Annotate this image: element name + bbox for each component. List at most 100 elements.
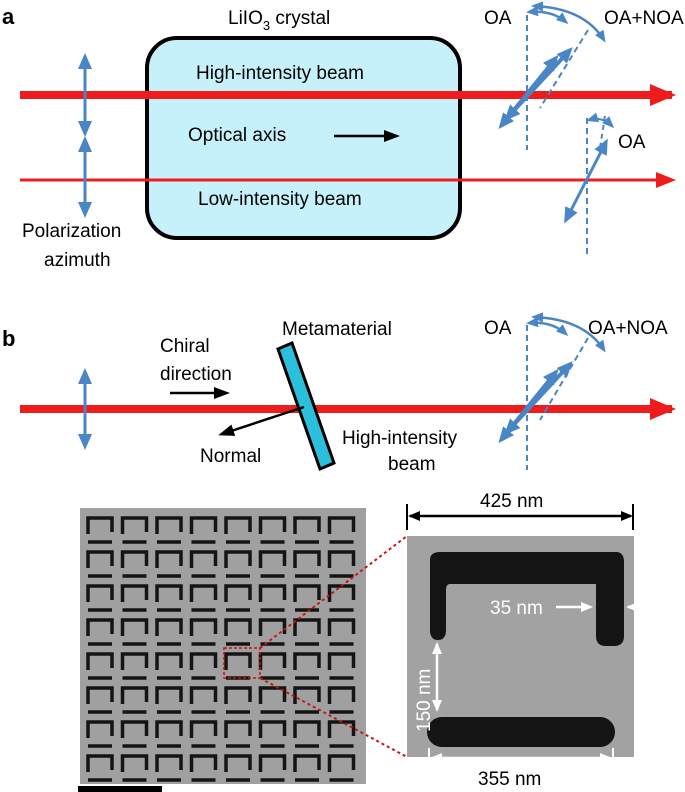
sem-u-structure: [86, 652, 114, 670]
normal-label: Normal: [200, 446, 261, 467]
sem-u-structure: [155, 584, 183, 602]
sem-u-structure: [293, 720, 321, 738]
sem-u-structure: [189, 618, 218, 636]
oa-label-top: OA: [484, 8, 512, 29]
sem-u-structure: [189, 516, 218, 534]
sem-u-structure: [155, 516, 183, 534]
sem-u-structure: [86, 686, 114, 704]
sem-u-structure: [120, 652, 149, 670]
sem-u-structure: [120, 516, 149, 534]
sem-u-structure: [327, 618, 356, 636]
sem-u-structure: [258, 754, 287, 772]
sem-u-structure: [120, 754, 149, 772]
sem-zoom-bottom-bar: [427, 717, 615, 747]
sem-u-structure: [189, 652, 218, 670]
rotation-arc-bottom: [586, 112, 615, 129]
sem-u-structure: [327, 550, 356, 568]
high-intensity-label-b2: beam: [388, 454, 436, 475]
rotation-arc-oa: [526, 6, 569, 24]
sem-u-structure: [86, 516, 114, 534]
sem-u-structure: [258, 686, 287, 704]
sem-u-structure: [224, 686, 252, 704]
sem-u-structure: [293, 686, 321, 704]
sem-u-structure: [120, 686, 149, 704]
normal-arrow: [218, 405, 305, 436]
sem-u-structure: [258, 720, 287, 738]
sem-u-structure: [189, 550, 218, 568]
sem-u-structure: [120, 720, 149, 738]
metamaterial-label: Metamaterial: [282, 319, 392, 340]
sem-array-grid: [86, 516, 356, 782]
output-polarization-b-2: [504, 361, 573, 435]
sem-u-structure: [327, 686, 356, 704]
sem-u-structure: [86, 754, 114, 772]
sem-array-image: [80, 508, 366, 784]
chiral-label-line2: direction: [160, 364, 232, 385]
sem-u-structure: [86, 584, 114, 602]
panel-a-label: a: [2, 4, 15, 29]
sem-u-structure: [155, 686, 183, 704]
sem-u-structure: [224, 584, 252, 602]
sem-u-structure: [258, 584, 287, 602]
sem-u-structure: [293, 652, 321, 670]
sem-u-structure: [189, 584, 218, 602]
sem-u-structure: [155, 652, 183, 670]
metamaterial-slab: [276, 340, 336, 472]
sem-u-structure: [258, 618, 287, 636]
sem-u-structure: [293, 754, 321, 772]
sem-u-structure: [258, 550, 287, 568]
sem-u-structure: [155, 720, 183, 738]
high-intensity-beam-label: High-intensity beam: [196, 63, 364, 84]
sem-u-structure: [189, 686, 218, 704]
oa-label-b: OA: [484, 318, 512, 339]
bottom-label: 355 nm: [478, 769, 541, 790]
oa-noa-label-top: OA+NOA: [604, 8, 684, 29]
gap-label: 35 nm: [490, 598, 543, 619]
sem-u-structure: [86, 720, 114, 738]
sem-u-structure: [327, 516, 356, 534]
output-polarization-bottom: [564, 138, 608, 224]
sem-u-structure: [120, 584, 149, 602]
sem-u-structure: [86, 550, 114, 568]
sem-u-structure: [189, 754, 218, 772]
sem-u-structure: [189, 720, 218, 738]
sem-u-structure: [224, 618, 252, 636]
sem-u-structure: [120, 550, 149, 568]
sem-u-structure: [155, 550, 183, 568]
sem-u-structure: [224, 652, 252, 670]
rotation-arc-oa-b: [526, 317, 569, 337]
sem-u-structure: [224, 550, 252, 568]
width-label: 425 nm: [480, 491, 543, 512]
sem-u-structure: [293, 584, 321, 602]
chiral-label-line1: Chiral: [160, 336, 210, 357]
sem-u-structure: [224, 754, 252, 772]
crystal-title: LiIO3 crystal: [228, 8, 330, 33]
sem-u-structure: [293, 618, 321, 636]
high-intensity-label-b1: High-intensity: [342, 428, 458, 449]
sem-u-structure: [155, 754, 183, 772]
sem-u-structure: [293, 516, 321, 534]
lilo3-crystal: [145, 36, 462, 240]
sem-u-structure: [120, 618, 149, 636]
rotation-arc-noa: [531, 1, 606, 43]
sem-u-structure: [258, 516, 287, 534]
zoom-line-top: [259, 535, 408, 649]
optical-axis-label: Optical axis: [188, 125, 286, 146]
oa-noa-label-b: OA+NOA: [588, 318, 668, 339]
sem-u-structure: [155, 618, 183, 636]
polarization-label-line2: azimuth: [44, 250, 111, 271]
height-label: 150 nm: [414, 669, 435, 732]
output-polarization-top-2: [504, 47, 573, 121]
zoom-region-box: [223, 647, 261, 679]
sem-zoom-top-bar: [430, 552, 624, 646]
rotation-arc-noa-b: [531, 312, 606, 353]
polarization-label-line1: Polarization: [22, 221, 121, 242]
sem-u-structure: [86, 618, 114, 636]
panel-b-label: b: [2, 326, 15, 351]
zoom-line-bottom: [259, 677, 408, 758]
oa-label-bottom: OA: [618, 132, 646, 153]
low-intensity-beam-label: Low-intensity beam: [198, 189, 362, 210]
sem-u-structure: [327, 754, 356, 772]
sem-u-structure: [224, 516, 252, 534]
